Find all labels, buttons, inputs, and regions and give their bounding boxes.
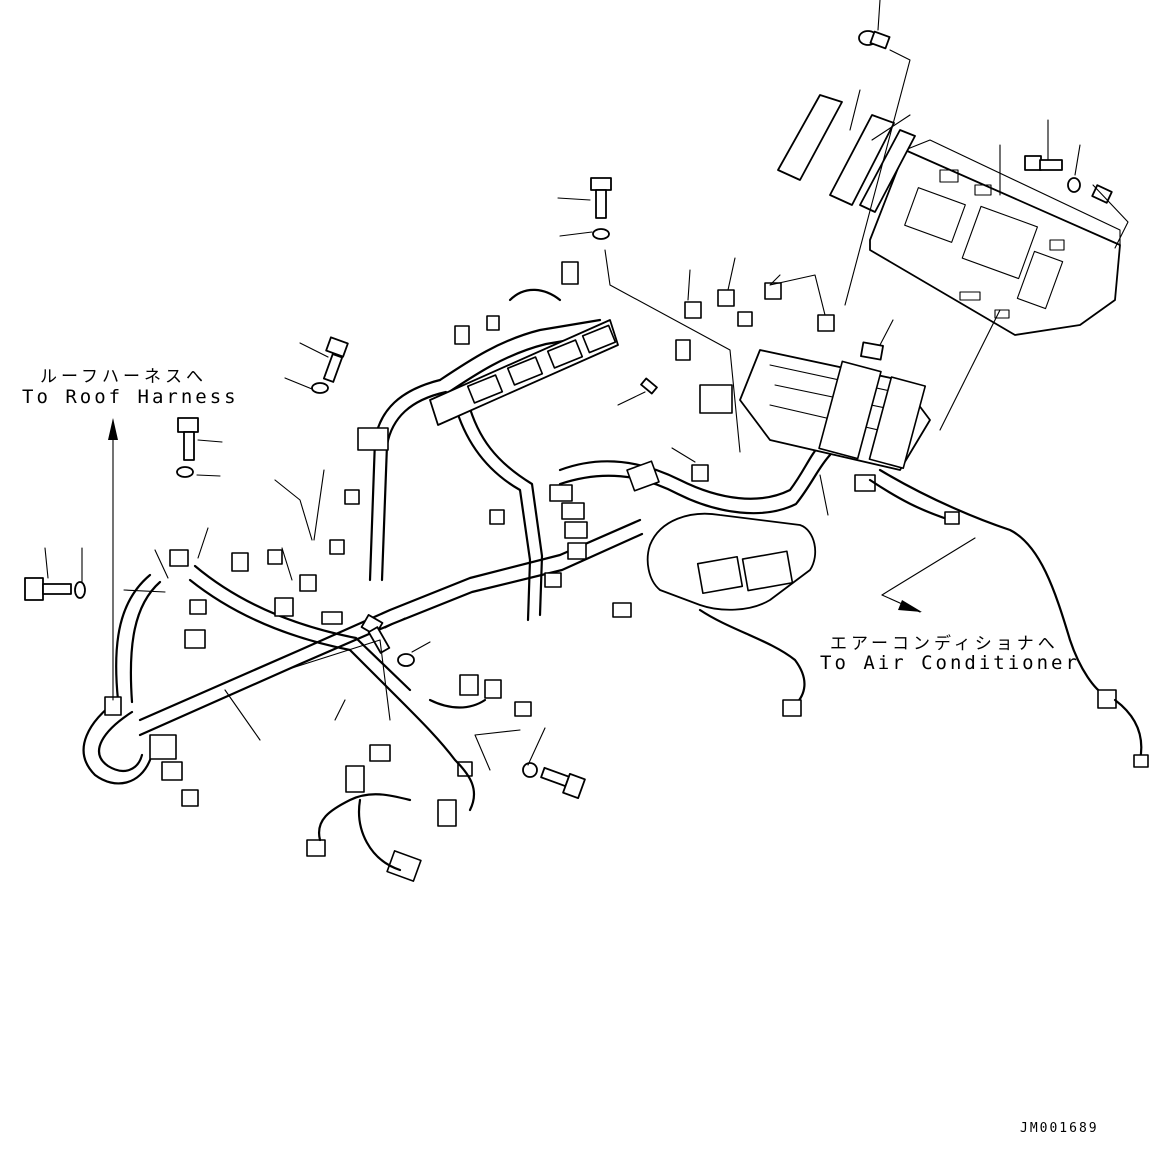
fuse-relay-box — [675, 282, 931, 492]
drawing-code: JM001689 — [1020, 1121, 1099, 1136]
direction-arrows — [108, 418, 922, 701]
arrow-up-icon — [108, 418, 118, 440]
arrow-right-icon — [898, 600, 922, 612]
mounting-bracket — [869, 139, 1121, 336]
roof-harness-label-jp: ルーフハーネスへ — [40, 367, 207, 387]
clip-strips — [777, 94, 916, 213]
leader-lines — [44, 0, 1129, 771]
ac-label-jp: エアーコンディショナへ — [830, 634, 1059, 654]
upper-connector-bank — [429, 261, 619, 426]
bolts-and-washers — [24, 30, 1113, 800]
connector-clusters — [104, 427, 588, 882]
ac-label-en: To Air Conditioner — [820, 652, 1080, 674]
ac-harness — [612, 460, 1149, 768]
roof-harness-label-en: To Roof Harness — [22, 386, 239, 408]
